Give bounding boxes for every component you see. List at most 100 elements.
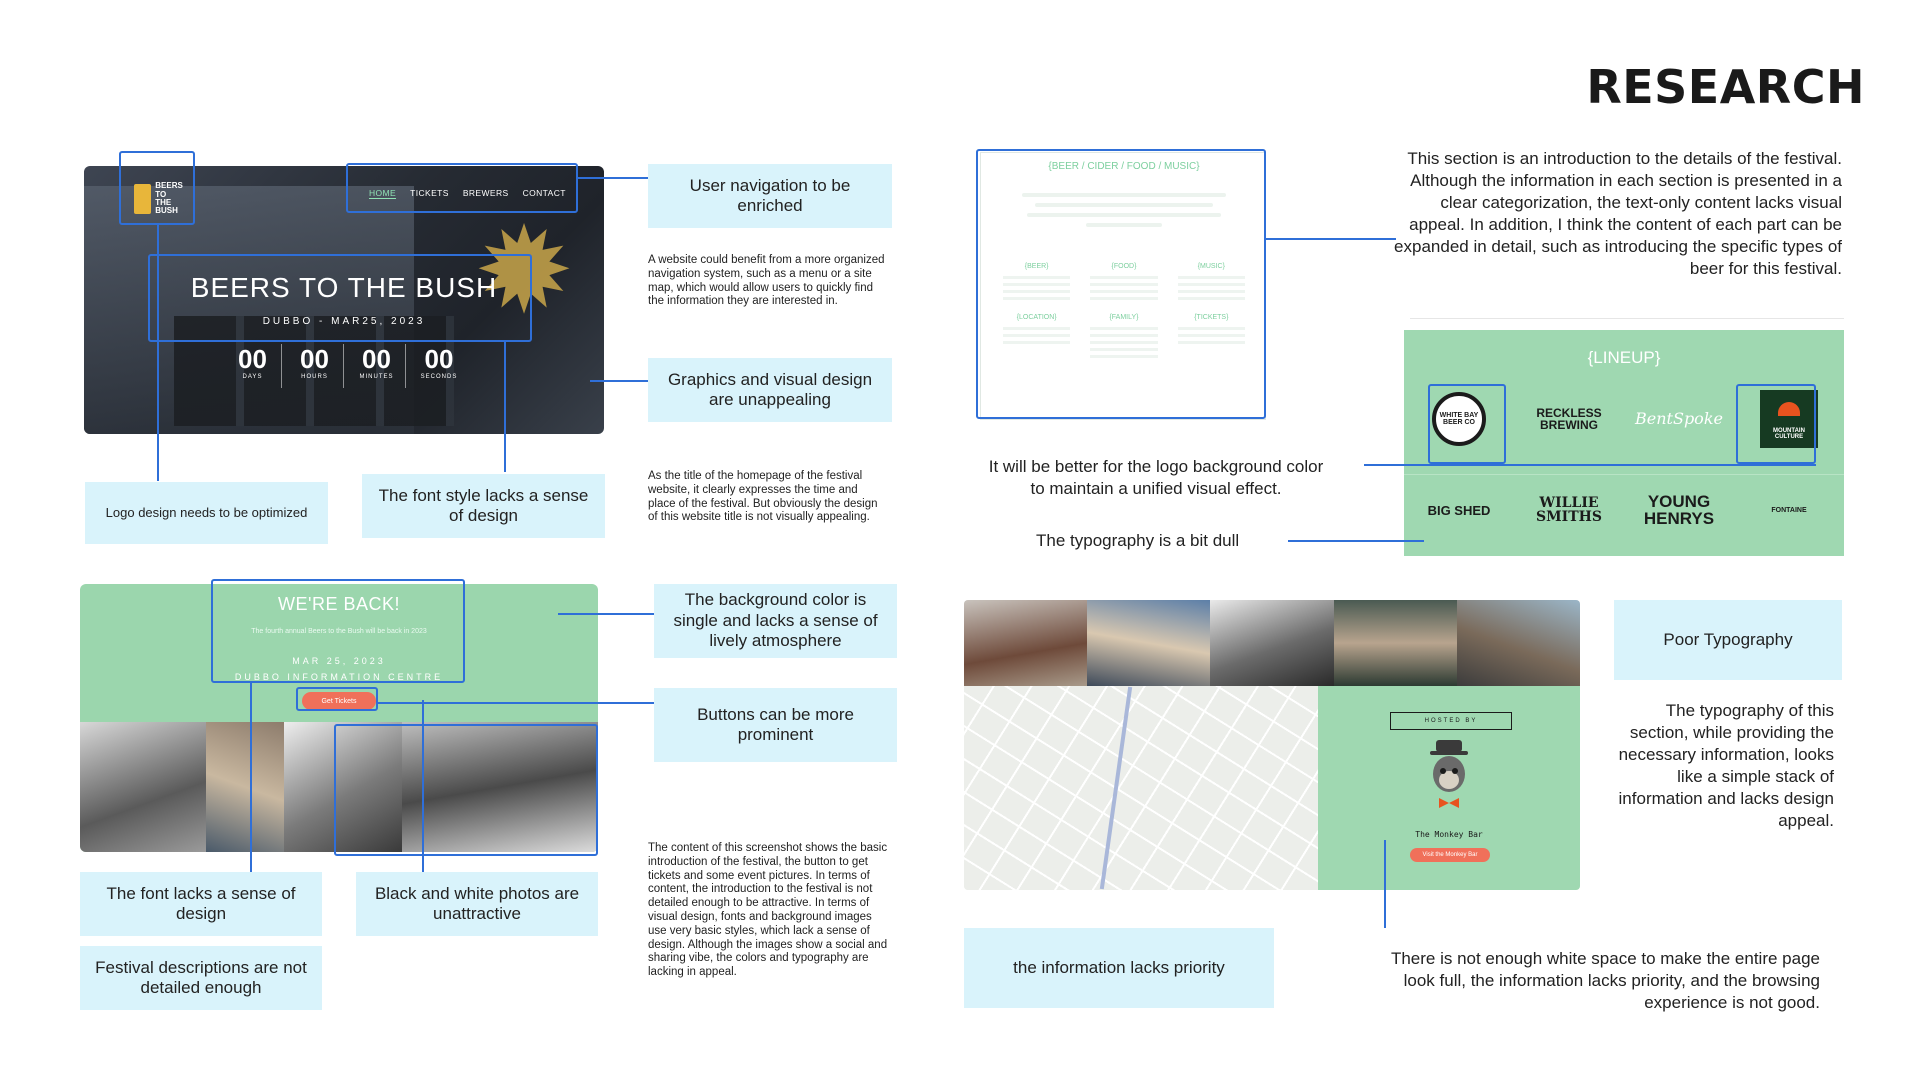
hero-nav: HOME TICKETS BREWERS CONTACT xyxy=(369,188,566,199)
info-screenshot: {BEER / CIDER / FOOD / MUSIC} {BEER} {FO… xyxy=(980,152,1266,420)
photo-crowd-2 xyxy=(206,722,284,852)
info-title: {BEER / CIDER / FOOD / MUSIC} xyxy=(1048,161,1200,172)
nav-brewers[interactable]: BREWERS xyxy=(462,188,509,198)
back-description: The fourth annual Beers to the Bush will… xyxy=(251,628,427,635)
callout-font-style: The font style lacks a sense of design xyxy=(362,474,605,538)
host-panel: HOSTED BY The Monkey Bar Visit the Monke… xyxy=(1318,686,1580,890)
paragraph-intro: This section is an introduction to the d… xyxy=(1394,149,1842,279)
info-col-location: {LOCATION} xyxy=(997,314,1076,362)
connector-nav xyxy=(578,177,660,179)
hero-subtitle: DUBBO - MAR25, 2023 xyxy=(262,316,426,327)
highlight-logo xyxy=(119,151,195,225)
lineup-row-2: BIG SHED WILLIE SMITHS YOUNG HENRYS FONT… xyxy=(1404,474,1844,545)
hero-screenshot: ✹ BEERS TO THE BUSH HOME TICKETS BREWERS… xyxy=(84,166,604,434)
lineup-screenshot: {LINEUP} WHITE BAY BEER CO RECKLESS BREW… xyxy=(1404,330,1844,556)
monkey-bar-name: The Monkey Bar xyxy=(1415,830,1483,839)
visit-monkey-bar-button[interactable]: Visit the Monkey Bar xyxy=(1410,848,1490,862)
highlight-back-text xyxy=(211,579,465,683)
connector-background xyxy=(558,613,654,615)
info-col-beer: {BEER} xyxy=(997,263,1076,304)
lineup-title: {LINEUP} xyxy=(1587,348,1661,367)
photo-crowd-4 xyxy=(402,722,598,852)
info-col-food: {FOOD} xyxy=(1084,263,1163,304)
page-title: RESEARCH xyxy=(1586,60,1865,114)
info-col-music: {MUSIC} xyxy=(1172,263,1251,304)
callout-priority: the information lacks priority xyxy=(964,928,1274,1008)
callout-background: The background color is single and lacks… xyxy=(654,584,897,658)
connector-typo-dull xyxy=(1288,540,1424,542)
highlight-info xyxy=(976,149,1266,419)
logo-young-henrys: YOUNG HENRYS xyxy=(1643,492,1715,528)
event-photo-strip xyxy=(964,600,1580,686)
connector-buttons xyxy=(378,702,654,704)
connector-info xyxy=(1266,238,1396,240)
hosted-by-label: HOSTED BY xyxy=(1390,712,1512,730)
highlight-lineup-logo-1 xyxy=(1428,384,1506,464)
back-date: MAR 25, 2023 xyxy=(292,656,386,666)
callout-descriptions: Festival descriptions are not detailed e… xyxy=(80,946,322,1010)
nav-home[interactable]: HOME xyxy=(369,188,397,199)
back-photos xyxy=(80,722,598,852)
logo-fontaine: FONTAINE xyxy=(1771,506,1807,514)
highlight-lineup-logo-2 xyxy=(1736,384,1816,464)
info-col-family: {FAMILY} xyxy=(1084,314,1163,362)
nav-tickets[interactable]: TICKETS xyxy=(410,188,449,198)
paragraph-typography-dull: The typography is a bit dull xyxy=(1036,531,1240,550)
back-title: WE'RE BACK! xyxy=(278,594,400,614)
connector-font-lacks xyxy=(250,683,252,873)
logo-mountain-culture: MOUNTAIN CULTURE xyxy=(1734,384,1844,454)
lineup-row-1: WHITE BAY BEER CO RECKLESS BREWING BentS… xyxy=(1404,384,1844,454)
hero-logo[interactable]: BEERS TO THE BUSH xyxy=(124,174,184,224)
nav-contact[interactable]: CONTACT xyxy=(522,188,566,198)
logo-willie-smiths: WILLIE SMITHS xyxy=(1536,495,1602,525)
monkey-icon xyxy=(1430,740,1468,808)
connector-bw-photos xyxy=(422,700,424,872)
callout-graphics: Graphics and visual design are unappeali… xyxy=(648,358,892,422)
connector-logo xyxy=(157,225,159,481)
paragraph-typography-stack: The typography of this section, while pr… xyxy=(1618,701,1834,831)
hero-title: BEERS TO THE BUSH xyxy=(190,272,498,303)
hero-background-kegs xyxy=(174,316,454,426)
callout-bw-photos: Black and white photos are unattractive xyxy=(356,872,598,936)
connector-logo-bg xyxy=(1364,464,1816,466)
connector-graphics xyxy=(590,380,650,382)
logo-big-shed: BIG SHED xyxy=(1427,502,1491,518)
get-tickets-button[interactable]: Get Tickets xyxy=(302,692,376,710)
back-screenshot: WE'RE BACK! The fourth annual Beers to t… xyxy=(80,584,598,852)
map-screenshot: HOSTED BY The Monkey Bar Visit the Monke… xyxy=(964,600,1580,890)
highlight-back-photos xyxy=(334,724,598,856)
connector-priority xyxy=(1384,840,1386,928)
paragraph-logo-bg: It will be better for the logo backgroun… xyxy=(988,457,1324,499)
hero-logo-text: BEERS TO THE BUSH xyxy=(155,181,183,216)
callout-font-lacks: The font lacks a sense of design xyxy=(80,872,322,936)
photo-crowd-1 xyxy=(80,722,206,852)
note-title: As the title of the homepage of the fest… xyxy=(648,470,878,524)
location-map[interactable] xyxy=(964,686,1318,890)
logo-reckless: RECKLESS BREWING xyxy=(1536,406,1602,432)
callout-logo: Logo design needs to be optimized xyxy=(85,482,328,544)
logo-bentspoke: BentSpoke xyxy=(1635,409,1723,428)
highlight-title xyxy=(148,254,532,342)
info-col-tickets: {TICKETS} xyxy=(1172,314,1251,362)
paragraph-white-space: There is not enough white space to make … xyxy=(1390,949,1820,1013)
beer-mug-icon xyxy=(134,184,152,214)
callout-buttons: Buttons can be more prominent xyxy=(654,688,897,762)
back-place: DUBBO INFORMATION CENTRE xyxy=(234,672,444,682)
callout-poor-typography: Poor Typography xyxy=(1614,600,1842,680)
highlight-back-button xyxy=(296,687,378,711)
photo-crowd-3 xyxy=(284,722,402,852)
connector-font-style xyxy=(504,342,506,472)
callout-nav: User navigation to be enriched xyxy=(648,164,892,228)
highlight-nav xyxy=(346,163,578,213)
divider xyxy=(1410,318,1844,319)
hero-flower-graphic: ✹ xyxy=(473,204,575,338)
logo-white-bay: WHITE BAY BEER CO xyxy=(1404,384,1514,454)
note-nav: A website could benefit from a more orga… xyxy=(648,254,885,308)
info-body: {BEER} {FOOD} {MUSIC} {LOCATION} {FAMILY… xyxy=(997,193,1251,413)
note-content: The content of this screenshot shows the… xyxy=(648,842,888,979)
